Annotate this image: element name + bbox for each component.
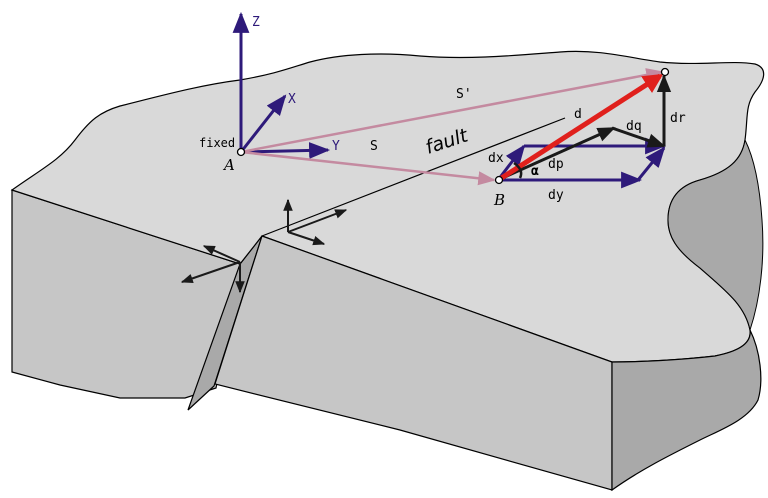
right-block-front-face [214, 235, 613, 491]
orient-arrow-right [287, 231, 326, 246]
label-fixed: fixed [199, 136, 235, 150]
label-s-prime: S' [456, 87, 472, 102]
label-a: A [222, 156, 235, 174]
d-vector [498, 73, 664, 182]
endpoint-marker [660, 67, 670, 77]
right-block-side-face [611, 329, 762, 492]
label-y: Y [332, 139, 340, 154]
label-x: X [288, 92, 296, 107]
label-dx: dx [488, 151, 504, 166]
alpha-arc [513, 161, 523, 179]
point-b-marker [494, 175, 504, 185]
orient-arrow-along-fault [287, 209, 348, 233]
x-axis [239, 94, 287, 153]
orient-arrow-left [180, 261, 241, 284]
right-block-far-face [667, 138, 764, 332]
label-alpha: α [531, 164, 539, 179]
point-a-marker [236, 147, 246, 157]
label-dp: dp [548, 157, 564, 172]
label-dy: dy [548, 188, 564, 203]
vector-s-prime [240, 68, 664, 154]
y-axis [240, 142, 331, 159]
box-right-edge [636, 146, 666, 181]
label-dq: dq [626, 119, 642, 134]
label-dr: dr [670, 111, 686, 126]
dq-vector [611, 126, 666, 148]
vector-s [240, 150, 496, 186]
orient-arrow-back [202, 245, 241, 263]
label-b: B [493, 191, 505, 209]
label-z: Z [252, 15, 260, 30]
label-d: d [574, 107, 582, 122]
fault-trace [261, 117, 566, 237]
label-s: S [370, 139, 378, 154]
dp-vector [497, 126, 616, 182]
dx-vector [496, 144, 526, 181]
